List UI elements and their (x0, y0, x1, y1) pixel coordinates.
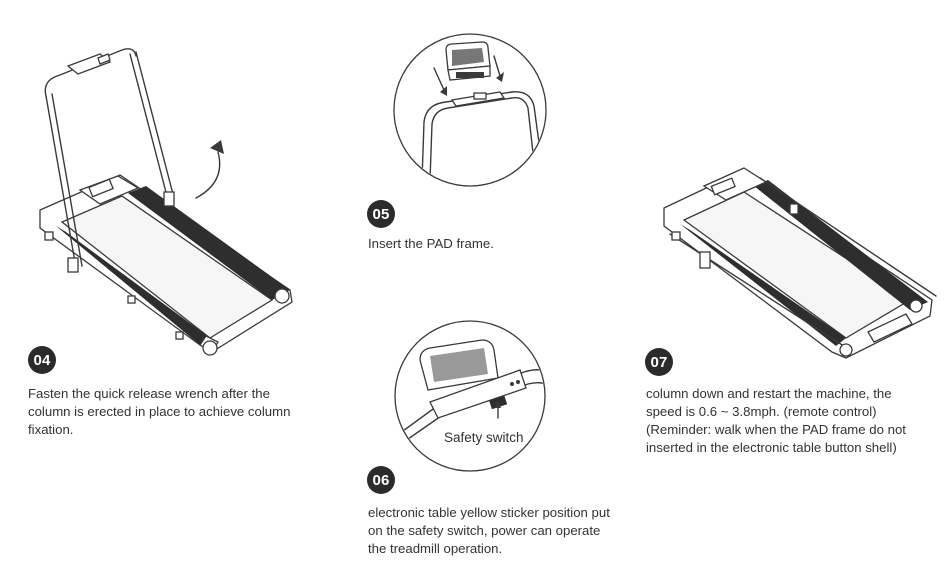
step-number-badge: 04 (28, 346, 56, 374)
step-instructions: Fasten the quick release wrench after th… (28, 385, 316, 439)
text-line: Fasten the quick release wrench after th… (28, 386, 270, 401)
text-line: column down and restart the machine, the (646, 386, 892, 401)
text-line: on the safety switch, power can operate (368, 523, 601, 538)
text-line: inserted in the electronic table button … (646, 440, 897, 455)
safety-switch-label: Safety switch (444, 430, 524, 445)
text-line: speed is 0.6 ~ 3.8mph. (remote control) (646, 404, 877, 419)
step-instructions: Insert the PAD frame. (368, 235, 588, 253)
text-line: Insert the PAD frame. (368, 236, 494, 251)
text-line: electronic table yellow sticker position… (368, 505, 610, 520)
text-line: column is erected in place to achieve co… (28, 404, 291, 419)
text-line: (Reminder: walk when the PAD frame do no… (646, 422, 906, 437)
step-number-badge: 05 (367, 200, 395, 228)
step-number-badge: 07 (645, 348, 673, 376)
text-line: the treadmill operation. (368, 541, 503, 556)
step-number-badge: 06 (367, 466, 395, 494)
step-instructions: electronic table yellow sticker position… (368, 504, 648, 558)
step-instructions: column down and restart the machine, the… (646, 385, 934, 457)
text-line: fixation. (28, 422, 74, 437)
